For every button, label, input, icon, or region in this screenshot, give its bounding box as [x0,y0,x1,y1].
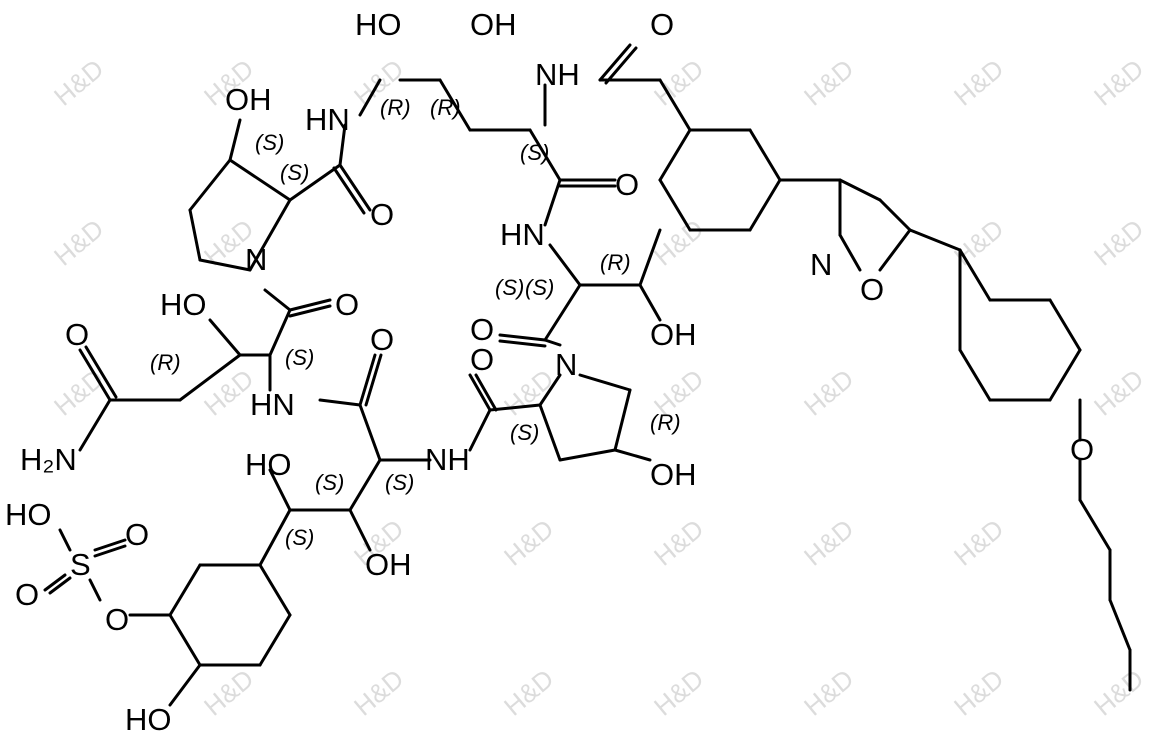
atom-labels: HO OH NH HN O OH O N O HO O HN O H₂N O N… [5,7,1094,737]
atom-label: O [335,287,359,322]
watermark: H&D [948,213,1009,271]
atom-label: O [15,577,39,612]
watermark: H&D [1088,213,1149,271]
stereo-label: (R) [430,95,461,120]
atom-label: NH [425,442,470,477]
stereo-label: (S) [510,420,539,445]
watermark: H&D [1088,53,1149,111]
watermark: H&D [348,663,409,721]
stereo-label: (S) [495,275,524,300]
atom-label: OH [365,547,412,582]
stereo-label: (R) [150,350,181,375]
atom-label: OH [225,82,272,117]
watermark: H&D [948,513,1009,571]
atom-label: H₂N [20,442,77,477]
atom-label: HO [160,287,207,322]
watermark: H&D [498,513,559,571]
atom-label: O [860,272,884,307]
watermark: H&D [648,213,709,271]
atom-label: HO [355,7,402,42]
atom-label: O [470,342,494,377]
stereo-labels: (R) (R) (S) (S) (S) (R) (S) (S) (S) (S) … [150,95,681,550]
stereo-label: (S) [255,130,284,155]
stereo-label: (R) [380,95,411,120]
watermark: H&D [648,513,709,571]
atom-label: NH [535,57,580,92]
atom-label: O [65,317,89,352]
atom-label: HN [250,387,295,422]
atom-label: OH [650,457,697,492]
stereo-label: (R) [650,410,681,435]
atom-label: OH [650,317,697,352]
atom-label: O [370,322,394,357]
atom-label: N [555,347,577,382]
stereo-label: (S) [315,470,344,495]
bond-layer [43,43,1132,707]
watermark: H&D [948,53,1009,111]
atom-label: HO [125,702,172,737]
atom-label: O [125,517,149,552]
stereo-label: (R) [600,250,631,275]
stereo-label: (S) [285,345,314,370]
watermark: H&D [798,53,859,111]
atom-label: O [650,7,674,42]
atom-label: O [370,197,394,232]
stereo-label: (S) [280,160,309,185]
atom-label: N [810,247,832,282]
watermark: H&D [798,363,859,421]
atom-label: OH [470,7,517,42]
atom-label: HO [245,447,292,482]
atom-label: O [1070,432,1094,467]
watermark: H&D [198,663,259,721]
watermark: H&D [798,663,859,721]
watermark: H&D [1088,363,1149,421]
atom-label: N [245,242,267,277]
atom-label: O [615,167,639,202]
watermark: H&D [1088,663,1149,721]
atom-label: O [470,312,494,347]
atom-label: HN [500,217,545,252]
watermark: H&D [948,663,1009,721]
stereo-label: (S) [520,140,549,165]
atom-label: HN [305,102,350,137]
atom-label: S [70,547,91,582]
atom-label: O [105,602,129,637]
stereo-label: (S) [285,525,314,550]
stereo-label: (S) [525,275,554,300]
watermark: H&D [48,53,109,111]
watermark: H&D [648,53,709,111]
watermark: H&D [798,513,859,571]
watermark: H&D [648,663,709,721]
stereo-label: (S) [385,470,414,495]
atom-label: HO [5,497,52,532]
watermark: H&D [498,663,559,721]
watermark: H&D [48,213,109,271]
